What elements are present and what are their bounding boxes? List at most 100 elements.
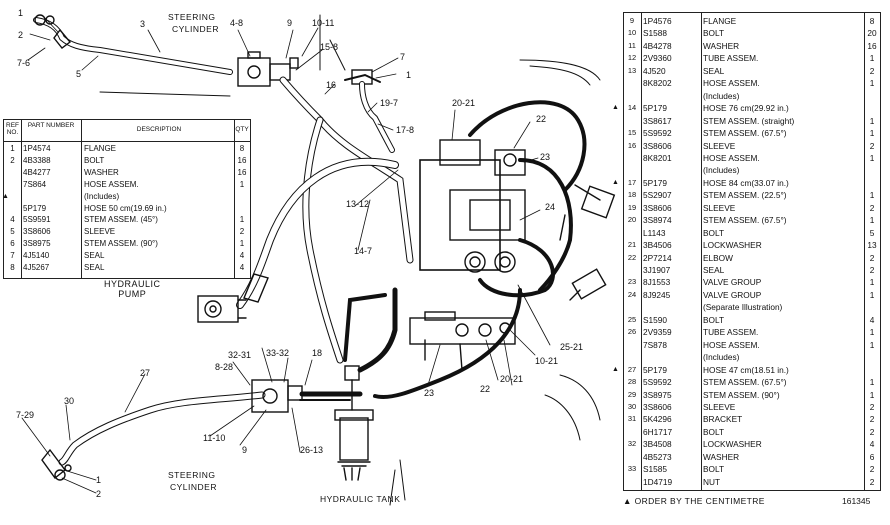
callout-7-29: 7-29 — [16, 410, 34, 420]
cell-qty: 6 — [869, 451, 875, 462]
cell-ref: 30 — [627, 401, 637, 411]
cell-qty: 1 — [869, 53, 875, 64]
cell-qty: 2 — [869, 252, 875, 263]
cell-qty: 2 — [869, 65, 875, 76]
cell-ref: 8 — [10, 263, 15, 272]
cell-part: 3S8606 — [643, 401, 672, 412]
callout-26-13: 26-13 — [300, 445, 323, 455]
cell-part: 7S864 — [23, 179, 47, 189]
caption-steering-top-2: CYLINDER — [172, 24, 219, 34]
table-row: (Includes) — [624, 90, 880, 102]
cell-qty: 2 — [869, 476, 875, 487]
cell-desc: HOSE ASSEM. — [84, 179, 139, 189]
cell-desc: HOSE 47 cm(18.51 in.) — [703, 364, 789, 375]
caption-steering-bot-1: STEERING — [168, 470, 215, 480]
callout-15-8: 15-8 — [320, 42, 338, 52]
cell-desc: SLEEVE — [703, 401, 736, 412]
table-row: 30 3S8606 SLEEVE 2 — [624, 401, 880, 413]
cell-desc: (Includes) — [703, 352, 740, 363]
cell-qty: 2 — [869, 202, 875, 213]
cell-desc: HOSE 76 cm(29.92 in.) — [703, 103, 789, 114]
caption-steering-top-1: STEERING — [168, 12, 215, 22]
cell-desc: STEM ASSEM. (67.5°) — [703, 377, 787, 388]
cell-qty: 2 — [869, 401, 875, 412]
cell-part: 3S8606 — [643, 202, 672, 213]
cell-part: 3S8974 — [643, 215, 672, 226]
cell-qty: 1 — [869, 215, 875, 226]
callout-22-lower: 22 — [480, 384, 490, 394]
illustration-code: 161345 — [842, 496, 871, 506]
table-row: (Includes) — [624, 164, 880, 176]
cell-qty: 4 — [239, 263, 245, 272]
cell-part: 1P4574 — [23, 144, 51, 153]
cell-desc: BOLT — [703, 28, 725, 39]
cell-ref: 6 — [10, 239, 15, 249]
cell-part: 3S8975 — [643, 389, 672, 400]
cell-part: 1P4576 — [643, 16, 672, 26]
cell-desc: HOSE 50 cm(19.69 in.) — [84, 203, 167, 213]
cell-part: 5S2907 — [643, 190, 672, 201]
pump-caption-line1: HYDRAULIC — [104, 279, 161, 289]
cell-qty: 2 — [869, 414, 875, 425]
cell-qty: 1 — [869, 339, 875, 350]
cell-ref: 1 — [10, 144, 15, 153]
cell-desc: BOLT — [703, 464, 725, 475]
cell-part: 3S8606 — [23, 227, 51, 237]
cell-part: 2V9359 — [643, 327, 672, 338]
header-description: DESCRIPTION — [136, 126, 182, 133]
cell-ref: 28 — [627, 377, 637, 387]
cell-ref: 16 — [627, 140, 637, 150]
cell-qty: 2 — [869, 464, 875, 475]
cell-ref: 7 — [10, 251, 15, 261]
callout-1: 1 — [18, 8, 23, 18]
cell-desc: STEM ASSEM. (90°) — [84, 239, 158, 249]
cell-desc: TUBE ASSEM. — [703, 53, 759, 64]
cell-qty: 1 — [869, 327, 875, 338]
cell-part: 4J520 — [643, 65, 666, 76]
cell-qty: 1 — [869, 128, 875, 139]
header-qty: QTY — [235, 126, 249, 133]
cell-desc: SEAL — [84, 263, 105, 272]
header-ref: REF NO. — [6, 122, 19, 136]
cell-ref: 32 — [627, 439, 637, 449]
cell-desc: SLEEVE — [703, 140, 736, 151]
cell-part: 3J1907 — [643, 265, 671, 275]
callout-14-7: 14-7 — [354, 246, 372, 256]
cell-desc: SLEEVE — [703, 202, 736, 213]
cell-desc: BOLT — [84, 155, 105, 165]
callout-1-lower: 1 — [96, 475, 101, 485]
callout-17-8: 17-8 — [396, 125, 414, 135]
cell-part: 5P179 — [643, 364, 667, 375]
cell-desc: STEM ASSEM. (45°) — [84, 215, 158, 225]
cell-part: L1143 — [643, 227, 666, 238]
table-row: 7S864 HOSE ASSEM. 1 — [4, 179, 250, 190]
cell-ref: 21 — [627, 240, 637, 250]
cell-desc: STEM ASSEM. (22.5°) — [703, 190, 787, 201]
cell-part: 4B5273 — [643, 451, 672, 462]
cell-ref: 15 — [627, 128, 637, 138]
cell-ref: 19 — [627, 202, 637, 212]
callout-1-top: 1 — [406, 70, 411, 80]
cell-ref: 2 — [10, 155, 15, 165]
cell-desc: LOCKWASHER — [703, 240, 762, 251]
cell-part: 4J5140 — [23, 251, 50, 261]
cell-mark: ▲ — [612, 365, 619, 373]
callout-22: 22 — [536, 114, 546, 124]
callout-5: 5 — [76, 69, 81, 79]
cell-qty: 2 — [869, 265, 875, 275]
cell-desc: STEM ASSEM. (67.5°) — [703, 128, 787, 139]
callout-27: 27 — [140, 368, 150, 378]
cell-part: 8K8202 — [643, 78, 672, 89]
cell-ref: 14 — [627, 103, 637, 113]
cell-ref: 23 — [627, 277, 637, 287]
cell-qty: 1 — [239, 179, 245, 189]
callout-23: 23 — [540, 152, 550, 162]
